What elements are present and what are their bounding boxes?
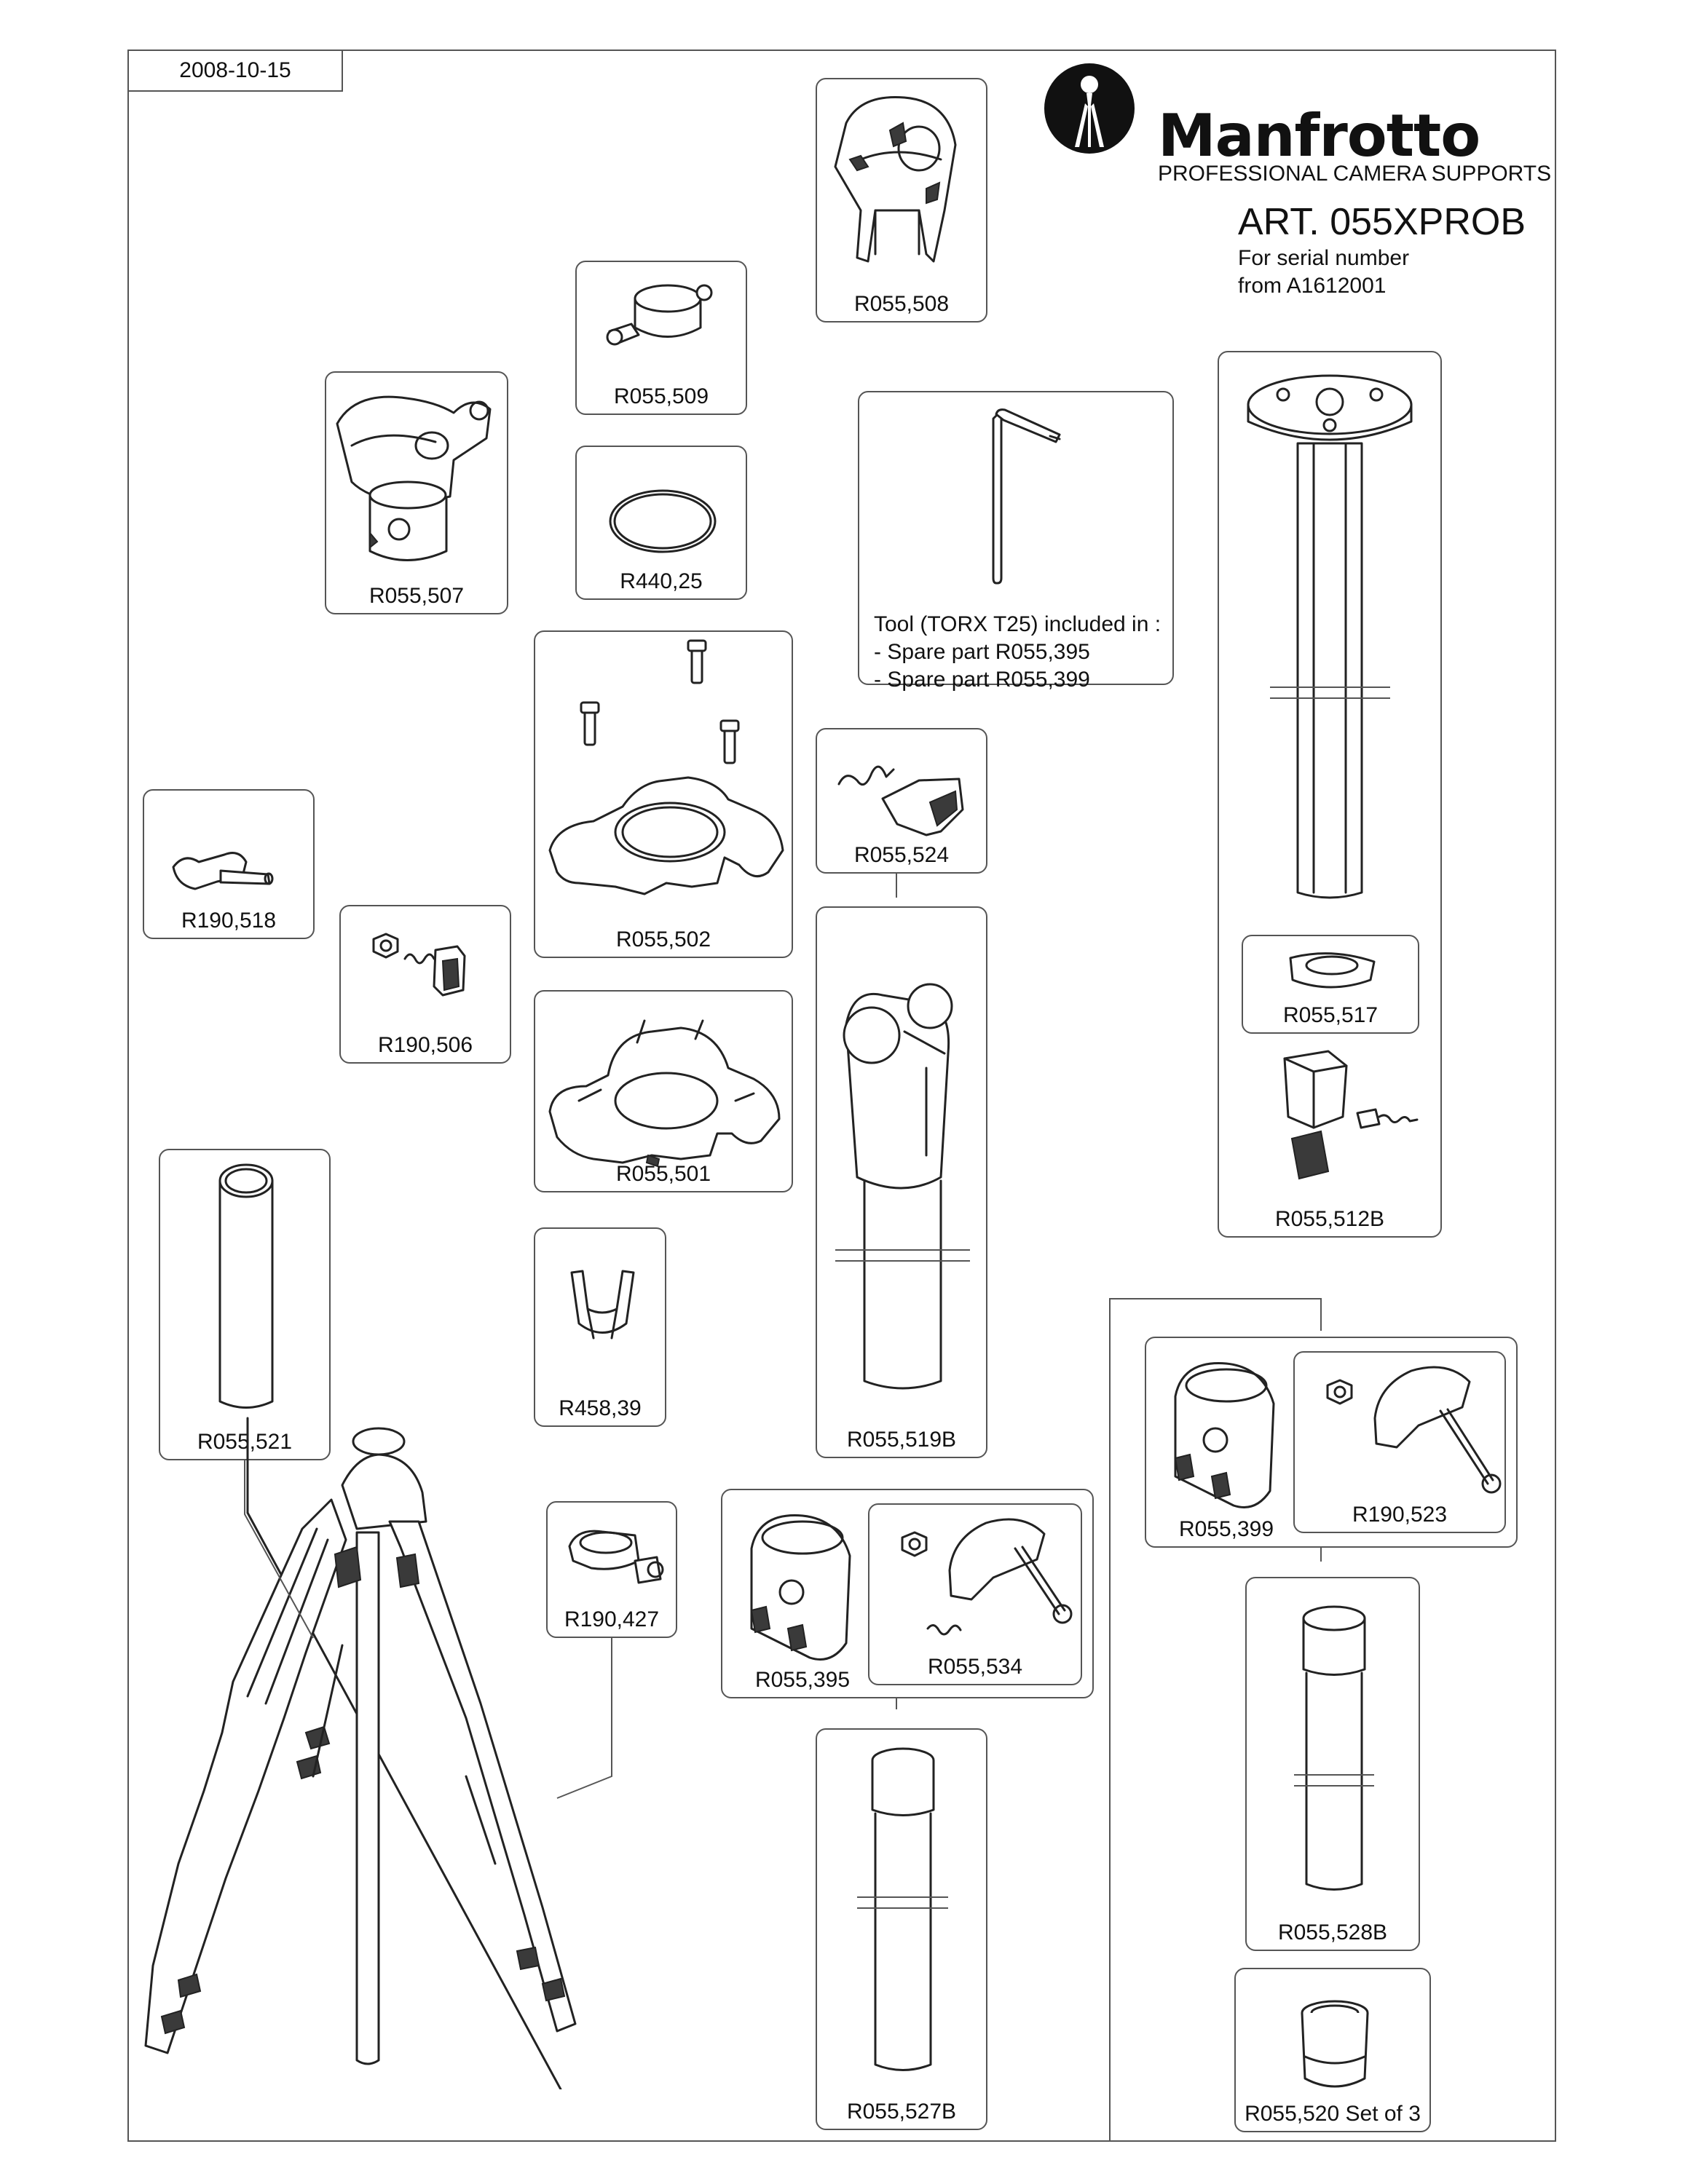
part-label: R055,502 <box>615 927 711 951</box>
part-label: R055,399 <box>1178 1517 1274 1541</box>
part-r458-39[interactable]: R458,39 <box>534 1227 666 1427</box>
connector-line <box>1320 1298 1322 1331</box>
collar-clamp-icon <box>606 284 713 346</box>
part-label: R055,520 Set of 3 <box>1245 2102 1421 2126</box>
part-label: R055,519B <box>846 1428 957 1452</box>
lower-leg-section-icon <box>857 1747 948 2071</box>
part-r190-506[interactable]: R190,506 <box>339 905 511 1064</box>
part-label: R055,517 <box>1282 1003 1379 1027</box>
tool-note-text: Tool (TORX T25) included in : - Spare pa… <box>874 611 1161 694</box>
leg-clip-icon <box>570 1270 635 1340</box>
part-label: R190,523 <box>1352 1503 1448 1527</box>
lock-housing-icon <box>834 95 957 263</box>
part-r055-520[interactable]: R055,520 Set of 3 <box>1234 1968 1431 2132</box>
serial-line-2: from A1612001 <box>1238 274 1387 298</box>
o-ring-icon <box>609 489 717 553</box>
part-r055-528b[interactable]: R055,528B <box>1245 1577 1420 1951</box>
part-r055-508[interactable]: R055,508 <box>816 78 987 323</box>
part-label: R055,501 <box>615 1162 711 1186</box>
part-r190-518[interactable]: R190,518 <box>143 789 315 939</box>
wing-knob-icon <box>172 852 274 890</box>
part-label: R190,427 <box>564 1607 660 1631</box>
part-r055-399-group[interactable]: R190,523 R055,399 <box>1145 1337 1518 1548</box>
lever-pin-icon <box>1326 1366 1502 1494</box>
part-r055-517[interactable]: R055,517 <box>1242 935 1419 1034</box>
lower-leg-section-icon <box>1294 1605 1374 1891</box>
part-r055-519b[interactable]: R055,519B <box>816 906 987 1458</box>
part-r055-527b[interactable]: R055,527B <box>816 1728 987 2130</box>
part-label: R055,524 <box>853 843 950 867</box>
part-label: R055,395 <box>754 1668 851 1692</box>
brand-tagline: PROFESSIONAL CAMERA SUPPORTS <box>1158 162 1552 186</box>
part-label: R440,25 <box>620 569 703 593</box>
serial-note: For serial number from A1612001 <box>1238 245 1409 300</box>
tool-note-line-3: - Spare part R055,399 <box>874 668 1090 692</box>
upper-leg-section-icon <box>835 983 970 1390</box>
torx-key-icon <box>992 408 1061 585</box>
part-label: R055,512B <box>1274 1207 1385 1231</box>
part-label: R055,534 <box>927 1655 1023 1679</box>
manfrotto-logo-icon <box>1044 63 1135 154</box>
part-r055-395-group[interactable]: R055,534 R055,395 <box>721 1489 1094 1698</box>
drawing-frame <box>127 50 1556 2142</box>
part-r055-521[interactable]: R055,521 <box>159 1149 331 1460</box>
hook-block-icon <box>1283 1050 1419 1180</box>
lever-pin-spring-icon <box>901 1518 1073 1636</box>
connector-line <box>896 865 897 898</box>
date-box: 2008-10-15 <box>127 50 343 92</box>
part-r055-509[interactable]: R055,509 <box>575 261 747 415</box>
rubber-foot-icon <box>1301 2000 1369 2088</box>
part-label: R458,39 <box>559 1396 642 1420</box>
tool-note-line-1: Tool (TORX T25) included in : <box>874 612 1162 636</box>
part-r055-512b-group[interactable]: R055,517 R055,512B <box>1218 351 1442 1238</box>
part-r055-507[interactable]: R055,507 <box>325 371 508 614</box>
collar-ring-icon <box>1289 952 1376 989</box>
part-r055-524[interactable]: R055,524 <box>816 728 987 874</box>
spider-plate-with-screws-icon <box>548 639 784 895</box>
part-label: R055,527B <box>846 2100 957 2124</box>
part-label: R055,509 <box>613 384 709 408</box>
part-label: R055,528B <box>1277 1920 1388 1944</box>
article-number: ART. 055XPROB <box>1238 201 1526 243</box>
leg-lock-clamp-icon <box>750 1514 851 1661</box>
part-r190-523[interactable]: R190,523 <box>1293 1351 1506 1533</box>
part-r055-501[interactable]: R055,501 <box>534 990 793 1192</box>
part-r440-25[interactable]: R440,25 <box>575 446 747 600</box>
part-label: R190,518 <box>181 909 277 933</box>
part-label: R190,506 <box>377 1033 473 1057</box>
tool-note-box: Tool (TORX T25) included in : - Spare pa… <box>858 391 1174 692</box>
leg-lock-clamp-icon <box>1174 1362 1275 1508</box>
part-r055-534[interactable]: R055,534 <box>868 1503 1082 1685</box>
part-label: R055,521 <box>197 1430 293 1454</box>
tool-note-line-2: - Spare part R055,395 <box>874 640 1090 664</box>
part-label: R055,507 <box>368 584 465 608</box>
connector-line <box>1109 1298 1111 2140</box>
spider-casting-icon <box>548 1019 781 1168</box>
part-r055-502[interactable]: R055,502 <box>534 630 793 958</box>
serial-line-1: For serial number <box>1238 246 1410 270</box>
nut-spring-block-icon <box>372 933 466 997</box>
brand-name: Manfrotto <box>1158 102 1480 170</box>
tube-icon <box>218 1163 274 1409</box>
lever-lock-icon <box>336 395 492 561</box>
part-r190-427[interactable]: R190,427 <box>546 1501 677 1638</box>
part-label: R055,508 <box>853 292 950 316</box>
leg-collar-icon <box>568 1530 664 1584</box>
connector-line <box>1109 1298 1320 1299</box>
spring-latch-icon <box>837 765 964 836</box>
center-column-icon <box>1247 374 1413 899</box>
